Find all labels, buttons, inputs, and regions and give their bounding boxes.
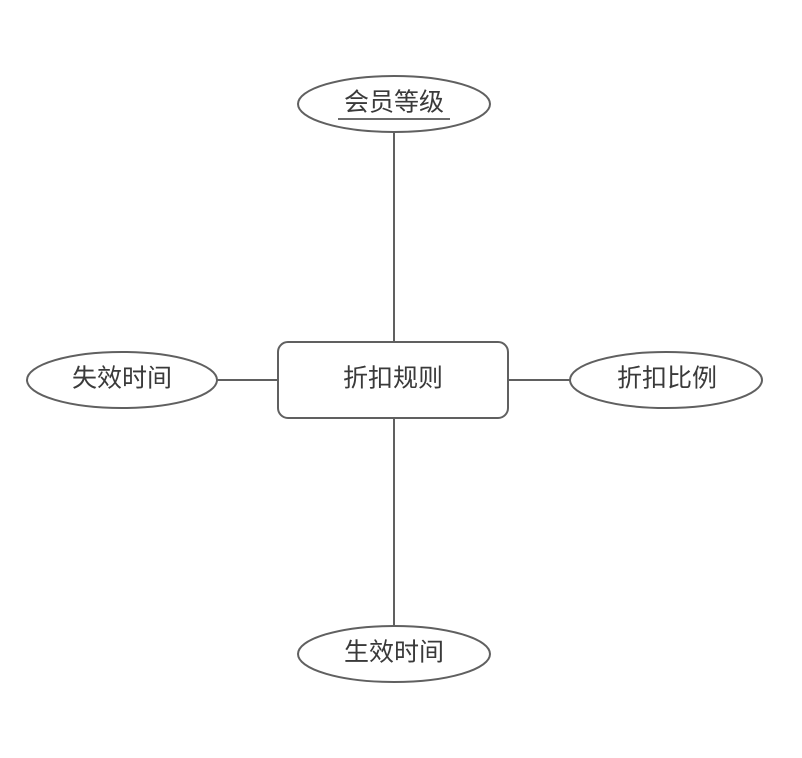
attribute-label-expiration-time: 失效时间 <box>72 365 172 393</box>
attribute-label-discount-ratio: 折扣比例 <box>617 365 717 393</box>
ellipse-shape <box>297 625 491 683</box>
entity-rectangle-shape <box>277 341 509 419</box>
ellipse-shape <box>26 351 218 409</box>
entity-label-discount-rule: 折扣规则 <box>343 365 443 393</box>
attribute-node-member-level[interactable]: 会员等级 <box>297 75 491 133</box>
attribute-node-effective-time[interactable]: 生效时间 <box>297 625 491 683</box>
ellipse-shape <box>569 351 763 409</box>
attribute-label-effective-time: 生效时间 <box>344 639 444 667</box>
ellipse-shape <box>297 75 491 133</box>
attribute-node-expiration-time[interactable]: 失效时间 <box>26 351 218 409</box>
attribute-node-discount-ratio[interactable]: 折扣比例 <box>569 351 763 409</box>
edge-group <box>217 132 570 626</box>
entity-node-discount-rule[interactable]: 折扣规则 <box>277 341 509 419</box>
attribute-label-member-level: 会员等级 <box>344 89 444 117</box>
